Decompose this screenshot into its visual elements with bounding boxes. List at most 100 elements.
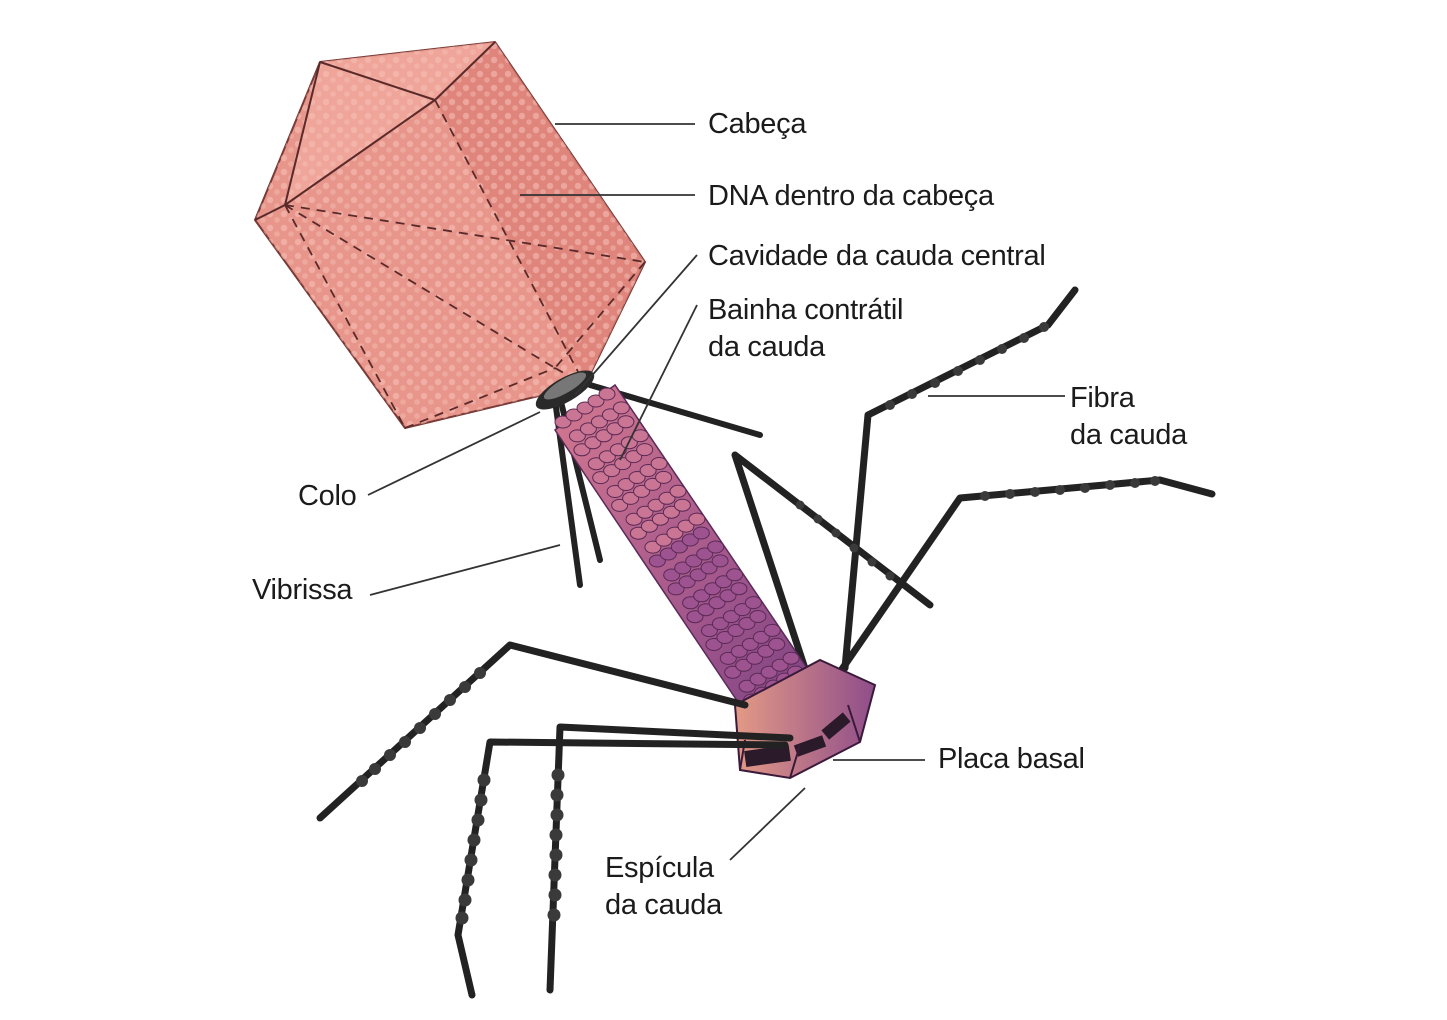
sheath-subunit [669, 484, 687, 498]
sheath-subunit [682, 596, 700, 610]
leader-core [574, 254, 698, 396]
sheath-subunit [763, 623, 781, 637]
sheath-subunit [719, 651, 737, 665]
capsid-head [253, 40, 647, 430]
sheath-subunit [592, 471, 610, 485]
label-baseplate: Placa basal [938, 741, 1085, 778]
leader-sheath [619, 304, 698, 461]
sheath-subunit [733, 603, 751, 617]
sheath-subunit [611, 498, 629, 512]
sheath-subunit [700, 561, 718, 575]
label-spike: Espícula da cauda [605, 850, 722, 924]
sheath-subunit [692, 526, 710, 540]
label-sheath-line1: Bainha contrátil [708, 294, 904, 326]
fiber-beads-back [795, 322, 1160, 581]
sheath-subunit [663, 568, 681, 582]
sheath-subunit [704, 582, 722, 596]
sheath-subunit [688, 512, 706, 526]
label-collar-text: Colo [298, 480, 357, 512]
tail-sheath [553, 383, 819, 722]
sheath-subunit [579, 422, 597, 436]
sheath-subunit [667, 582, 685, 596]
label-fiber-line1: Fibra [1070, 382, 1135, 414]
sheath-subunit [666, 526, 684, 540]
label-core-text: Cavidade da cauda central [708, 240, 1046, 272]
sheath-subunit [655, 533, 673, 547]
sheath-subunit [568, 429, 586, 443]
label-collar: Colo [298, 478, 357, 515]
base-plate [733, 658, 877, 780]
sheath-subunit [655, 470, 673, 484]
sheath-subunit [573, 443, 591, 457]
sheath-subunit [711, 554, 729, 568]
sheath-subunit [628, 471, 646, 484]
sheath-subunit [650, 457, 668, 470]
collar [535, 370, 595, 410]
sheath-subunit [726, 568, 744, 582]
label-spike-line1: Espícula [605, 852, 714, 884]
sheath-subunit [644, 540, 662, 554]
leader-whisker [369, 544, 561, 596]
sheath-subunit [757, 644, 775, 658]
sheath-subunits [554, 387, 819, 721]
sheath-subunit [768, 637, 786, 651]
sheath-subunit [744, 596, 762, 610]
sheath-subunit [730, 644, 748, 658]
leader-lines [367, 123, 1065, 861]
sheath-subunit [565, 408, 583, 422]
sheath-subunit [644, 477, 662, 491]
sheath-subunit [606, 422, 624, 436]
sheath-subunit [629, 526, 647, 540]
sheath-subunit [598, 387, 616, 401]
sheath-subunit [636, 443, 654, 457]
sheath-subunit [782, 651, 800, 665]
sheath-subunit [648, 554, 666, 568]
sheath-subunit [677, 519, 695, 533]
label-baseplate-text: Placa basal [938, 743, 1085, 775]
sheath-subunit [584, 436, 602, 450]
sheath-subunit [749, 672, 767, 686]
sheath-subunit [662, 505, 680, 519]
sheath-subunit [681, 533, 699, 547]
sheath-subunit [686, 610, 704, 624]
sheath-subunit [639, 464, 657, 477]
sheath-subunit [771, 658, 789, 672]
sheath-subunit [708, 596, 726, 610]
sheath-subunit [606, 485, 624, 498]
sheath-subunit [760, 665, 778, 679]
sheath-subunit [633, 484, 651, 498]
label-fiber-line2: da cauda [1070, 419, 1187, 451]
sheath-subunit [685, 554, 703, 568]
sheath-subunit [730, 582, 748, 596]
sheath-subunit [705, 638, 723, 651]
sheath-subunit [711, 617, 729, 631]
sheath-subunit [651, 512, 669, 526]
fiber-beads-front [356, 667, 565, 925]
sheath-subunit [601, 408, 619, 422]
sheath-subunit [716, 631, 734, 644]
sheath-subunit [659, 547, 677, 561]
sheath-subunit [636, 505, 654, 519]
sheath-subunit [612, 401, 630, 415]
sheath-subunit [722, 610, 740, 624]
sheath-subunit [617, 415, 635, 429]
sheath-subunit [727, 624, 745, 637]
sheath-subunit [587, 394, 605, 408]
label-sheath: Bainha contrátil da cauda [708, 292, 903, 366]
sheath-subunit [738, 679, 756, 693]
leader-spike [729, 787, 806, 861]
label-sheath-line2: da cauda [708, 331, 825, 363]
sheath-subunit [554, 415, 572, 429]
sheath-subunit [719, 589, 737, 603]
sheath-subunit [614, 457, 632, 471]
label-core: Cavidade da cauda central [708, 238, 1046, 275]
sheath-subunit [625, 512, 643, 526]
sheath-subunit [696, 547, 714, 561]
sheath-subunit [749, 610, 767, 623]
leader-collar [367, 411, 541, 496]
sheath-subunit [693, 589, 711, 603]
sheath-subunit [609, 443, 627, 457]
label-dna-text: DNA dentro da cabeça [708, 180, 994, 212]
sheath-subunit [697, 603, 715, 617]
